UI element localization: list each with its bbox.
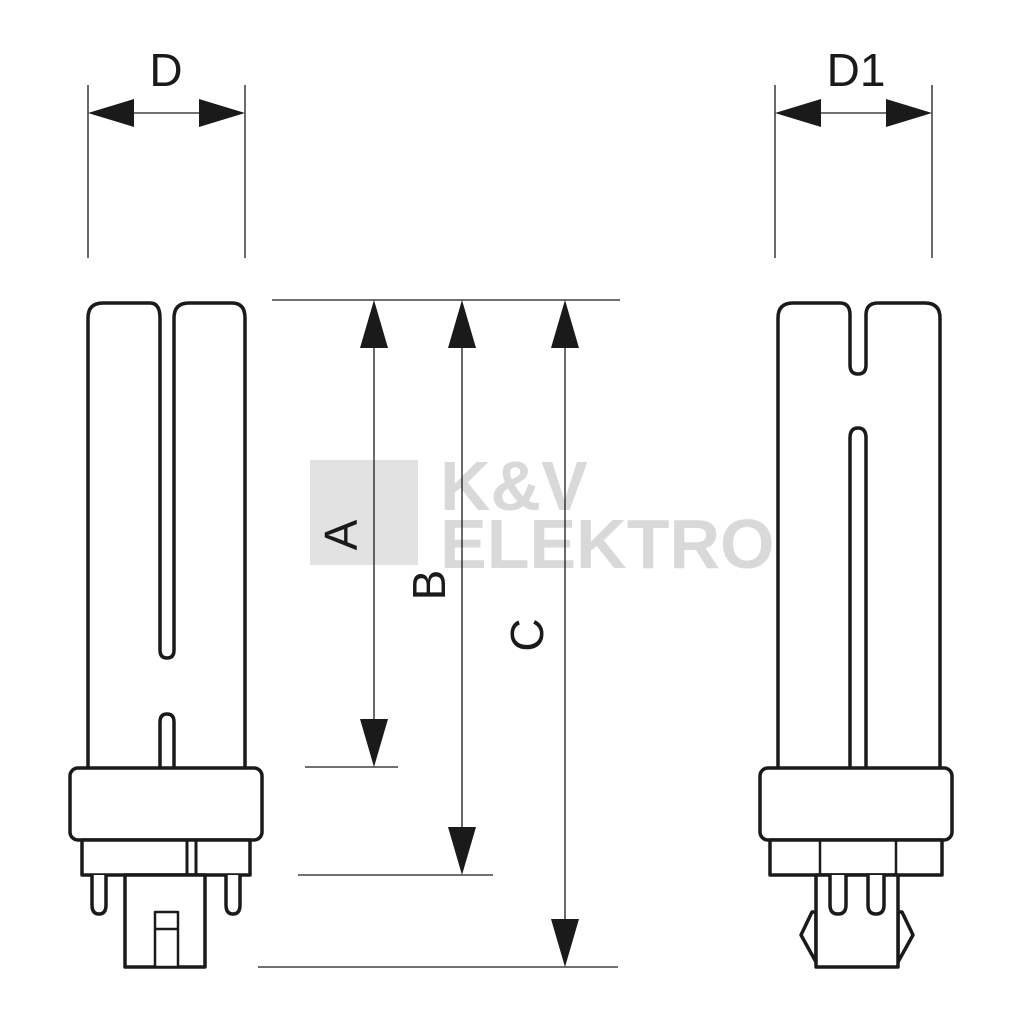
dimension-d1: D1 [774, 44, 933, 258]
dimension-a: A [315, 300, 388, 767]
lamp-side-view [758, 301, 954, 969]
label-a: A [315, 519, 367, 550]
label-c: C [501, 618, 553, 651]
watermark-line2: ELEKTRO [440, 505, 774, 583]
watermark-logo-icon [310, 460, 418, 565]
lamp-front-view [68, 301, 264, 969]
watermark: K&V ELEKTRO [310, 447, 774, 583]
label-d1: D1 [827, 44, 886, 96]
label-d: D [149, 44, 182, 96]
label-b: B [403, 570, 455, 601]
watermark-line1: K&V [440, 447, 588, 525]
dimension-d: D [87, 44, 246, 258]
dimension-b: B [403, 300, 476, 875]
dimension-c: C [501, 300, 579, 967]
